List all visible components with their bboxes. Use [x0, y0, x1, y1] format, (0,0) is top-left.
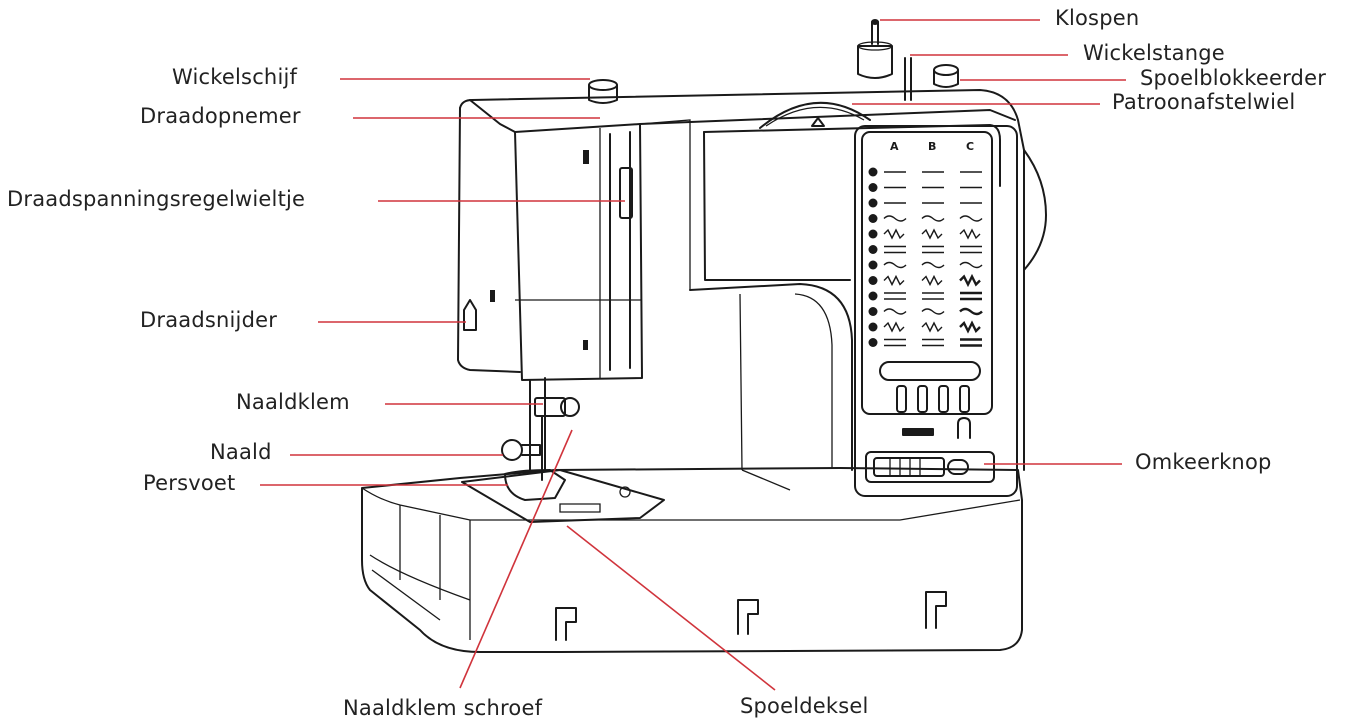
pattern-row-dot: [868, 229, 878, 239]
pattern-row-dot: [868, 260, 878, 270]
label-spoelblokkeerder: Spoelblokkeerder: [1140, 66, 1327, 90]
label-omkeerknop: Omkeerknop: [1135, 450, 1272, 474]
pattern-row-dot: [868, 183, 878, 192]
pattern-row-dot: [868, 322, 878, 332]
stitch-pattern-glyph: [921, 261, 945, 269]
label-wickelschijf: Wickelschijf: [172, 65, 298, 89]
label-naaldklem: Naaldklem: [236, 390, 350, 414]
machine-base: [361, 467, 1023, 653]
stitch-pattern-glyph: [921, 321, 943, 333]
stitch-pattern-glyph: [883, 274, 905, 287]
stitch-pattern-glyph: [884, 292, 906, 300]
stitch-pattern-glyph: [959, 228, 981, 240]
stitch-pattern-glyph: [921, 308, 945, 315]
stitch-pattern-glyph: [922, 338, 944, 347]
pattern-row-dot: [868, 167, 878, 177]
head-marks: [463, 150, 633, 350]
stitch-pattern-glyph: [883, 261, 907, 269]
panel-col-a: A: [890, 140, 899, 153]
top-fittings: [588, 19, 959, 129]
stitch-pattern-glyph: [884, 245, 906, 254]
stitch-pattern-glyph: [959, 261, 983, 269]
label-naaldklem-schroef: Naaldklem schroef: [343, 696, 543, 720]
stitch-pattern-glyph: [959, 215, 983, 222]
stitch-pattern-glyph: [884, 338, 906, 347]
stitch-pattern-panel: A B C: [865, 140, 995, 483]
stitch-pattern-glyph: [922, 292, 944, 300]
stitch-pattern-glyph: [883, 228, 905, 240]
label-naald: Naald: [210, 440, 272, 464]
needle-area: [461, 377, 665, 523]
pattern-row-dot: [868, 198, 878, 208]
label-patroonafstelwiel: Patroonafstelwiel: [1112, 90, 1296, 114]
label-spoeldeksel: Spoeldeksel: [740, 694, 869, 718]
stitch-pattern-glyph: [921, 274, 943, 287]
pattern-row-dot: [868, 214, 878, 223]
stitch-pattern-glyph: [960, 291, 982, 301]
machine-body: [457, 89, 1047, 497]
stitch-pattern-glyph: [959, 273, 981, 288]
label-klospen: Klospen: [1055, 6, 1140, 30]
stitch-pattern-glyph: [921, 215, 945, 222]
pattern-row-dot: [868, 307, 878, 316]
label-draadopnemer: Draadopnemer: [140, 104, 301, 128]
label-wickelstange: Wickelstange: [1083, 41, 1225, 65]
leader-lines: [260, 19, 1126, 691]
stitch-pattern-glyph: [959, 320, 981, 334]
stitch-pattern-glyph: [883, 308, 907, 315]
panel-col-c: C: [966, 140, 974, 153]
label-draadsnijder: Draadsnijder: [140, 308, 278, 332]
pattern-row-dot: [868, 276, 878, 285]
stitch-pattern-glyph: [960, 245, 982, 254]
pattern-row-dot: [868, 245, 878, 254]
stitch-pattern-glyph: [959, 307, 983, 316]
label-persvoet: Persvoet: [143, 471, 236, 495]
stitch-pattern-glyph: [922, 245, 944, 254]
pattern-row-dot: [868, 338, 878, 347]
stitch-pattern-glyph: [921, 228, 943, 240]
stitch-pattern-glyph: [883, 215, 907, 222]
stitch-pattern-glyph: [883, 321, 905, 333]
panel-col-b: B: [928, 140, 936, 153]
label-draadspanningsregelwieltje: Draadspanningsregelwieltje: [7, 187, 306, 211]
pattern-row-dot: [868, 291, 878, 301]
stitch-pattern-glyph: [960, 338, 982, 347]
